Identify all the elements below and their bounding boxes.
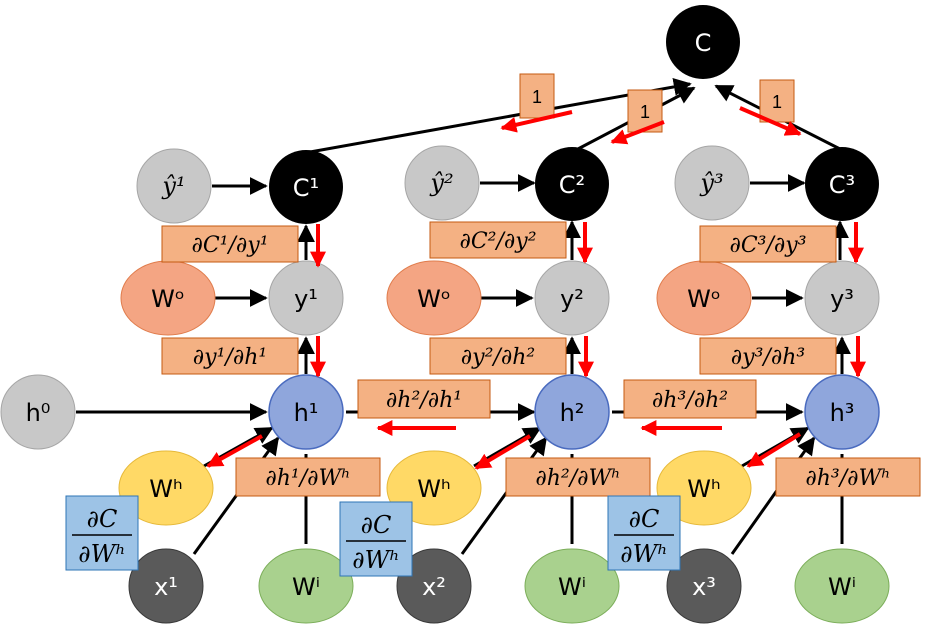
label-dh2dWh: ∂h²/∂Wʰ bbox=[535, 466, 620, 491]
node-yhat1-label: ŷ¹ bbox=[161, 172, 185, 200]
node-C2 bbox=[535, 147, 609, 221]
derivative-labels: ∂C¹/∂y¹ ∂C²/∂y² ∂C³/∂y³ ∂y¹/∂h¹ ∂y²/∂h² … bbox=[161, 221, 921, 497]
grad-box-2-num: ∂C bbox=[361, 511, 392, 539]
label-dh2dh1: ∂h²/∂h¹ bbox=[386, 388, 462, 413]
node-Wi-1 bbox=[258, 548, 354, 624]
label-dy2dh2-box bbox=[429, 337, 567, 375]
label-dC2dy2-box bbox=[429, 221, 567, 259]
node-h1 bbox=[268, 374, 344, 450]
node-Wo-3-label: Wᵒ bbox=[687, 285, 721, 313]
label-dh3dWh: ∂h³/∂Wʰ bbox=[805, 466, 890, 491]
label-dC1dy1: ∂C¹/∂y¹ bbox=[191, 233, 268, 258]
node-x1-label: x¹ bbox=[154, 573, 178, 601]
node-h0-label: h⁰ bbox=[26, 399, 51, 427]
one-box-1-label: 1 bbox=[532, 87, 542, 107]
node-h3-label: h³ bbox=[830, 399, 855, 427]
label-dC3dy3: ∂C³/∂y³ bbox=[729, 233, 806, 258]
label-dh3dWh-box bbox=[775, 457, 921, 497]
node-h3 bbox=[804, 374, 880, 450]
node-C1 bbox=[269, 150, 343, 224]
backprop-arrows bbox=[206, 106, 866, 470]
node-y1-label: y¹ bbox=[294, 285, 318, 313]
label-dy1dh1-box bbox=[161, 337, 299, 375]
node-yhat3 bbox=[674, 145, 750, 221]
node-Wi-1-label: Wⁱ bbox=[292, 573, 320, 601]
node-C-label: C bbox=[695, 29, 712, 57]
red-arrow-h2-Wh bbox=[474, 434, 532, 470]
node-yhat2-label: ŷ² bbox=[429, 169, 453, 197]
node-Wh-1-label: Wʰ bbox=[149, 475, 182, 503]
grad-box-2: ∂C ∂Wʰ bbox=[339, 501, 413, 577]
node-yhat2 bbox=[404, 145, 480, 221]
red-arrow-C-C2 bbox=[610, 120, 665, 145]
node-x2 bbox=[396, 548, 472, 624]
label-dh3dh2: ∂h³/∂h² bbox=[652, 388, 728, 413]
node-Wo-1-label: Wᵒ bbox=[151, 285, 185, 313]
node-C bbox=[666, 5, 740, 79]
grad-box-3: ∂C ∂Wʰ bbox=[607, 495, 681, 571]
node-C3 bbox=[805, 147, 879, 221]
total-gradient-boxes: ∂C ∂Wʰ ∂C ∂Wʰ ∂C ∂Wʰ bbox=[65, 495, 681, 577]
label-dh1dWh-box bbox=[235, 457, 381, 497]
red-arrow-h3-Wh bbox=[746, 432, 802, 468]
node-yhat3-label: ŷ³ bbox=[699, 169, 723, 197]
node-y2-label: y² bbox=[560, 285, 584, 313]
one-box-2-label: 1 bbox=[640, 102, 650, 122]
node-Wh-1 bbox=[118, 450, 214, 526]
unit-gradient-boxes: 1 1 1 bbox=[519, 73, 795, 133]
node-Wi-2 bbox=[524, 548, 620, 624]
node-Wi-2-label: Wⁱ bbox=[558, 573, 586, 601]
label-dy3dh3-box bbox=[699, 337, 837, 375]
red-arrow-C-C1 bbox=[500, 110, 573, 133]
node-C2-label: C² bbox=[559, 171, 585, 199]
grad-box-3-den: ∂Wʰ bbox=[620, 540, 667, 568]
grad-box-1-den: ∂Wʰ bbox=[78, 540, 125, 568]
grad-box-1: ∂C ∂Wʰ bbox=[65, 495, 139, 571]
label-dy1dh1: ∂y¹/∂h¹ bbox=[193, 345, 267, 370]
label-dh3dh2-box bbox=[623, 379, 757, 419]
node-h0 bbox=[0, 374, 76, 450]
node-C3-label: C³ bbox=[829, 171, 855, 199]
edge-x2-h2 bbox=[460, 436, 548, 555]
edge-C1-C bbox=[309, 77, 692, 154]
label-dy2dh2: ∂y²/∂h² bbox=[461, 345, 535, 370]
label-dC2dy2: ∂C²/∂y² bbox=[459, 229, 536, 254]
label-dC1dy1-box bbox=[161, 225, 299, 263]
label-dh2dh1-box bbox=[357, 379, 491, 419]
label-dC3dy3-box bbox=[699, 225, 837, 263]
grad-box-3-num: ∂C bbox=[629, 505, 660, 533]
node-x3-label: x³ bbox=[692, 573, 716, 601]
node-y3-label: y³ bbox=[830, 285, 854, 313]
label-dy3dh3: ∂y³/∂h³ bbox=[731, 345, 805, 370]
red-arrow-h1-Wh bbox=[206, 434, 263, 468]
node-h2-label: h² bbox=[560, 399, 585, 427]
node-yhat1 bbox=[136, 148, 212, 224]
node-x2-label: x² bbox=[422, 573, 446, 601]
node-y1 bbox=[268, 260, 344, 336]
node-h2 bbox=[534, 374, 610, 450]
node-Wh-2-label: Wʰ bbox=[417, 475, 450, 503]
node-x3 bbox=[666, 548, 742, 624]
node-y2 bbox=[534, 260, 610, 336]
one-box-3-label: 1 bbox=[772, 92, 782, 112]
label-dh1dWh: ∂h¹/∂Wʰ bbox=[265, 466, 350, 491]
node-Wi-3 bbox=[794, 548, 890, 624]
node-h1-label: h¹ bbox=[294, 399, 319, 427]
one-box-1 bbox=[519, 73, 555, 119]
grad-box-2-den: ∂Wʰ bbox=[352, 546, 399, 574]
label-dh2dWh-box bbox=[505, 457, 651, 497]
one-box-3 bbox=[759, 79, 795, 123]
node-x1 bbox=[128, 548, 204, 624]
node-y3 bbox=[804, 260, 880, 336]
edge-x3-h3 bbox=[730, 436, 816, 555]
node-Wo-2-label: Wᵒ bbox=[417, 285, 451, 313]
node-Wh-3-label: Wʰ bbox=[687, 475, 720, 503]
node-C1-label: C¹ bbox=[293, 174, 319, 202]
node-Wi-3-label: Wⁱ bbox=[828, 573, 856, 601]
grad-box-1-num: ∂C bbox=[87, 505, 118, 533]
red-arrow-C-C3 bbox=[739, 106, 802, 136]
node-Wo-2 bbox=[386, 260, 482, 336]
